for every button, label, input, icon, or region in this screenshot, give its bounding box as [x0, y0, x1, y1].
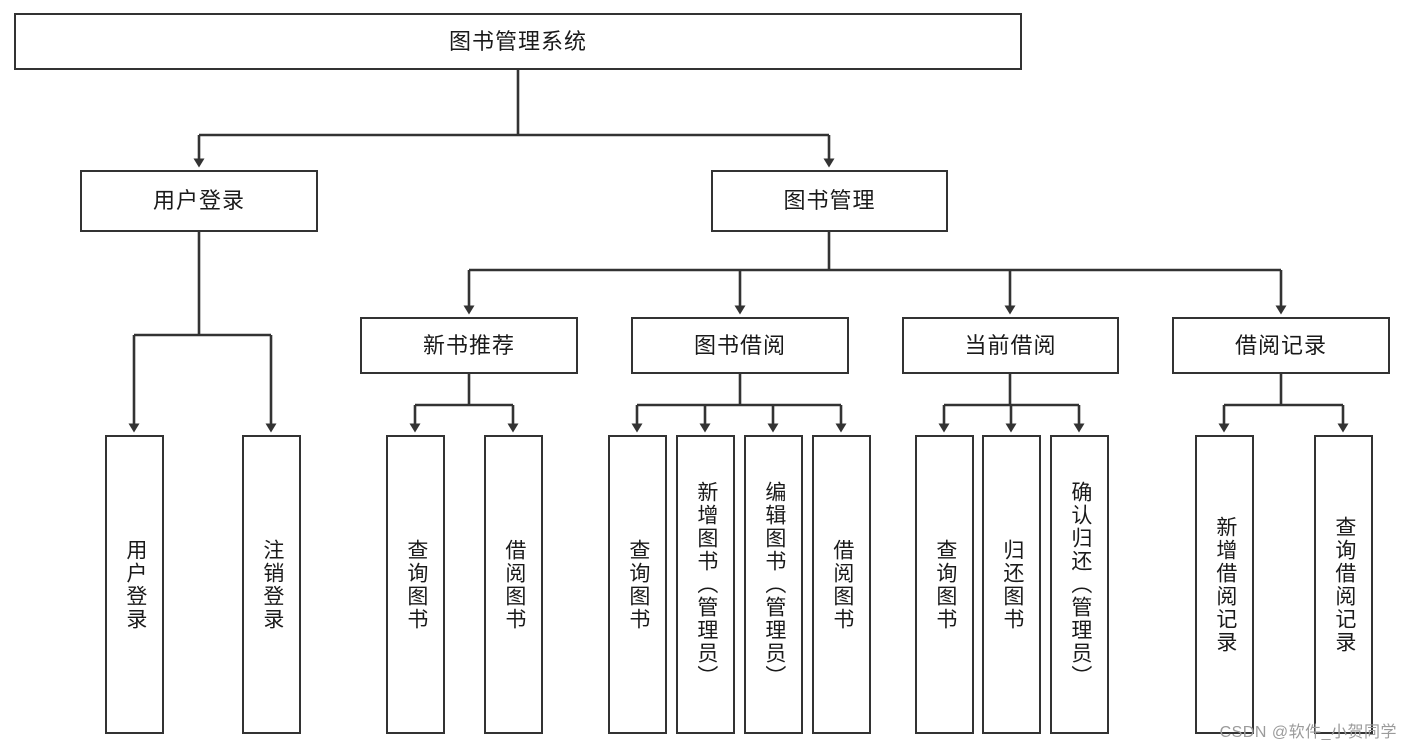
node-label: 编辑图书（管理员）	[762, 481, 786, 688]
node-new-book-recommend[interactable]: 新书推荐	[360, 317, 578, 374]
node-leaf-add-borrow-record[interactable]: 新增借阅记录	[1195, 435, 1254, 734]
node-leaf-confirm-return[interactable]: 确认归还（管理员）	[1050, 435, 1109, 734]
node-label: 新书推荐	[422, 332, 515, 358]
node-label: 借阅图书	[502, 538, 526, 631]
node-leaf-borrow-book[interactable]: 借阅图书	[812, 435, 871, 734]
node-leaf-add-book[interactable]: 新增图书（管理员）	[676, 435, 735, 734]
node-leaf-borrow-book-recommend[interactable]: 借阅图书	[484, 435, 543, 734]
node-label: 查询图书	[933, 538, 957, 631]
node-label: 查询图书	[626, 538, 650, 631]
node-leaf-query-book-current[interactable]: 查询图书	[915, 435, 974, 734]
node-leaf-user-login[interactable]: 用户登录	[105, 435, 164, 734]
node-leaf-return-book[interactable]: 归还图书	[982, 435, 1041, 734]
node-label: 用户登录	[152, 188, 245, 214]
node-leaf-query-book-borrow[interactable]: 查询图书	[608, 435, 667, 734]
node-label: 查询借阅记录	[1332, 515, 1356, 654]
node-leaf-query-borrow-record[interactable]: 查询借阅记录	[1314, 435, 1373, 734]
node-label: 确认归还（管理员）	[1068, 481, 1092, 688]
node-leaf-user-logout[interactable]: 注销登录	[242, 435, 301, 734]
node-label: 新增图书（管理员）	[694, 481, 718, 688]
node-label: 当前借阅	[964, 332, 1057, 358]
csdn-watermark: CSDN @软件_小贺同学	[1219, 724, 1397, 741]
node-leaf-query-book-recommend[interactable]: 查询图书	[386, 435, 445, 734]
node-borrow-records[interactable]: 借阅记录	[1172, 317, 1390, 374]
node-label: 查询图书	[404, 538, 428, 631]
node-label: 新增借阅记录	[1213, 515, 1237, 654]
node-user-login[interactable]: 用户登录	[80, 170, 318, 232]
node-label: 图书借阅	[693, 332, 786, 358]
node-book-management[interactable]: 图书管理	[711, 170, 948, 232]
node-leaf-edit-book[interactable]: 编辑图书（管理员）	[744, 435, 803, 734]
node-label: 图书管理系统	[448, 28, 587, 54]
node-label: 借阅图书	[830, 538, 854, 631]
node-label: 图书管理	[783, 188, 876, 214]
node-label: 注销登录	[260, 538, 284, 631]
node-current-borrow[interactable]: 当前借阅	[902, 317, 1119, 374]
node-root[interactable]: 图书管理系统	[14, 13, 1022, 70]
node-label: 借阅记录	[1234, 332, 1327, 358]
node-label: 归还图书	[1000, 538, 1024, 631]
node-book-borrow[interactable]: 图书借阅	[631, 317, 849, 374]
node-label: 用户登录	[123, 538, 147, 631]
